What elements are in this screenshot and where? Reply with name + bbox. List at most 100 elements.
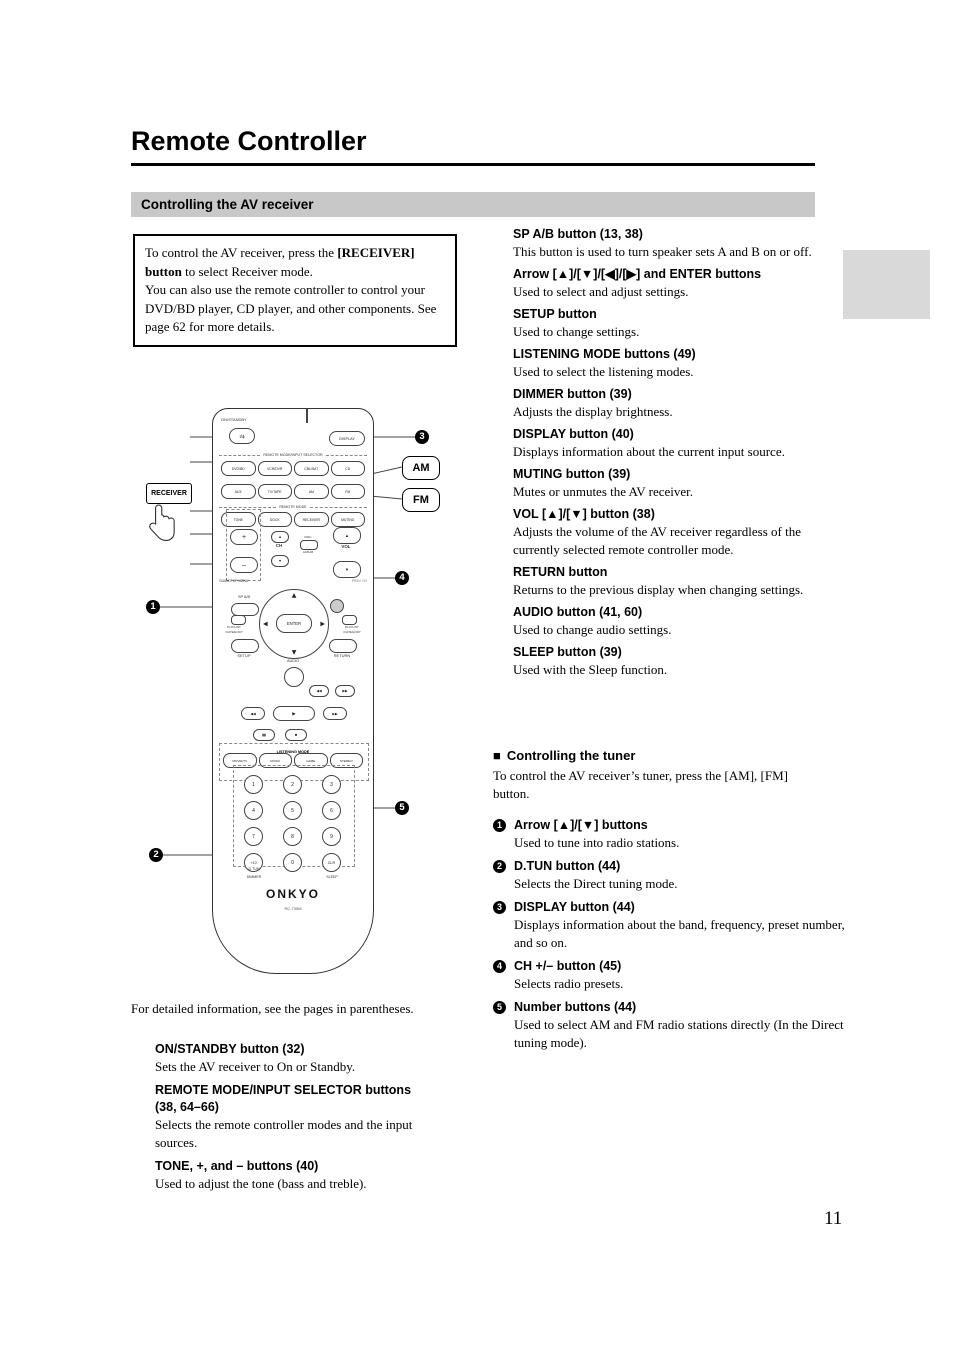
- brand-logo: ONKYO: [265, 887, 320, 901]
- button-description-body: Used to adjust the tone (bass and treble…: [155, 1176, 367, 1191]
- dimmer-label: DIMMER: [246, 875, 262, 879]
- button-description-heading: DISPLAY button (44): [514, 900, 635, 914]
- callout-4: 4: [395, 571, 409, 585]
- number-button: 8: [283, 827, 302, 846]
- channel-up-button: ▲: [271, 531, 289, 543]
- number-button: 0: [283, 853, 302, 872]
- button-description: Arrow [▲]/[▼]/[◀]/[▶] and ENTER buttons …: [513, 266, 847, 301]
- button-description-heading: AUDIO button (41, 60): [513, 605, 643, 619]
- button-description-body: Used to change audio settings.: [513, 622, 672, 637]
- playlist-left-button: [231, 615, 246, 625]
- button-description-heading: Number buttons (44): [514, 1000, 637, 1014]
- button-description-body: Displays information about the band, fre…: [514, 917, 845, 950]
- tuner-item: 1 Arrow [▲]/[▼] buttons Used to tune int…: [493, 817, 845, 852]
- tuner-heading: ■Controlling the tuner: [493, 747, 845, 764]
- number-button: CLR: [322, 853, 341, 872]
- chapter-tab-marker: [843, 250, 930, 319]
- listening-mode-button: MUSIC: [258, 753, 292, 768]
- playlist-right-label: PLAYLIST: [345, 625, 359, 629]
- remote-button: CD: [330, 461, 365, 476]
- album-label: ALBUM: [302, 550, 314, 554]
- button-description-body: Used to select AM and FM radio stations …: [514, 1017, 844, 1050]
- remote-button: MUTING: [330, 512, 365, 527]
- fast-forward-button: ▶▶: [323, 707, 347, 720]
- number-button: 2: [283, 775, 302, 794]
- remote-button: CBL/SAT: [294, 461, 329, 476]
- channel-down-button: ▼: [271, 555, 289, 567]
- tuner-button-list: 1 Arrow [▲]/[▼] buttons Used to tune int…: [493, 817, 845, 1052]
- remote-notch: [306, 409, 308, 423]
- number-button: 7: [244, 827, 263, 846]
- button-description: SP A/B button (13, 38) This button is us…: [513, 226, 847, 261]
- intro-text: to select Receiver mode.: [181, 263, 313, 279]
- button-description-heading: SETUP button: [513, 307, 597, 321]
- receiver-callout-badge: RECEIVER: [146, 483, 192, 504]
- am-callout-badge: AM: [402, 456, 440, 480]
- item-number-badge: 5: [493, 1001, 506, 1014]
- listening-mode-title: LISTENING MODE: [213, 740, 373, 758]
- disc-album-button: [300, 540, 318, 550]
- left-notes-section: For detailed information, see the pages …: [131, 1000, 431, 1199]
- callout-2: 2: [149, 848, 163, 862]
- left-notes-list: ON/STANDBY button (32) Sets the AV recei…: [155, 1041, 425, 1193]
- number-button: 6: [322, 801, 341, 820]
- audio-button: [284, 667, 304, 687]
- button-description-heading: D.TUN button (44): [514, 859, 621, 873]
- playlist-right-label2: /CATEGORY: [343, 630, 361, 634]
- button-description-body: Used with the Sleep function.: [513, 662, 668, 677]
- button-description-body: Selects the Direct tuning mode.: [514, 876, 678, 891]
- display-button: DISPLAY: [329, 431, 365, 446]
- playlist-right-button: [342, 615, 357, 625]
- intro-paragraph-2: You can also use the remote controller t…: [145, 282, 437, 334]
- button-description-heading: DIMMER button (39): [513, 387, 632, 401]
- section-header: Controlling the AV receiver: [131, 192, 815, 217]
- button-description-heading: RETURN button: [513, 565, 608, 579]
- return-button: [329, 639, 357, 653]
- button-description-heading: DISPLAY button (40): [513, 427, 634, 441]
- button-description-body: Sets the AV receiver to On or Standby.: [155, 1059, 356, 1074]
- button-description: ON/STANDBY button (32) Sets the AV recei…: [155, 1041, 425, 1076]
- button-description: AUDIO button (41, 60) Used to change aud…: [513, 604, 847, 639]
- button-description: SETUP button Used to change settings.: [513, 306, 847, 341]
- intro-paragraph-1: To control the AV receiver, press the [R…: [145, 244, 445, 281]
- button-description: REMOTE MODE/INPUT SELECTOR buttons (38, …: [155, 1082, 425, 1152]
- button-description-body: Returns to the previous display when cha…: [513, 582, 804, 597]
- remote-button: AM: [294, 484, 329, 499]
- button-description-body: Used to select and adjust settings.: [513, 284, 689, 299]
- arrow-left-icon: ◀: [263, 620, 268, 628]
- button-description-body: Adjusts the display brightness.: [513, 404, 673, 419]
- number-button: 1: [244, 775, 263, 794]
- callout-1: 1: [146, 600, 160, 614]
- button-description: TONE, +, and – buttons (40) Used to adju…: [155, 1158, 425, 1193]
- arrow-up-icon: ▲: [291, 592, 297, 599]
- volume-down-button: ▼: [333, 561, 361, 578]
- tuner-item: 3 DISPLAY button (44) Displays informati…: [493, 899, 845, 952]
- button-description-heading: MUTING button (39): [513, 467, 631, 481]
- button-description-heading: Arrow [▲]/[▼]/[◀]/[▶] and ENTER buttons: [513, 267, 762, 281]
- listening-mode-button: MOVIE/TV: [223, 753, 257, 768]
- volume-up-button: ▲: [333, 527, 361, 544]
- button-description: DISPLAY button (40) Displays information…: [513, 426, 847, 461]
- stop-button: ■: [285, 729, 307, 741]
- listening-mode-button: STEREO: [329, 753, 363, 768]
- remote-button: RECEIVER: [294, 512, 329, 527]
- item-number-badge: 4: [493, 960, 506, 973]
- tone-minus-button: –: [230, 557, 258, 573]
- tuner-intro: To control the AV receiver’s tuner, pres…: [493, 768, 788, 801]
- sleep-label: SLEEP: [326, 875, 338, 879]
- tuner-item: 5 Number buttons (44) Used to select AM …: [493, 999, 845, 1052]
- button-description-heading: REMOTE MODE/INPUT SELECTOR buttons (38, …: [155, 1083, 412, 1114]
- input-selector-title-text: REMOTE MODE/INPUT SELECTOR: [263, 453, 323, 457]
- page-title: Remote Controller: [131, 126, 367, 156]
- remote-button: AUX: [221, 484, 256, 499]
- remote-button: TV/TAPE: [257, 484, 292, 499]
- button-description-heading: SP A/B button (13, 38): [513, 227, 643, 241]
- square-bullet-icon: ■: [493, 748, 501, 763]
- button-description-body: Mutes or unmutes the AV receiver.: [513, 484, 694, 499]
- dtun-label: D.TUN: [248, 867, 260, 871]
- model-number: RC-735M: [284, 906, 302, 911]
- enter-button: ENTER: [276, 614, 312, 633]
